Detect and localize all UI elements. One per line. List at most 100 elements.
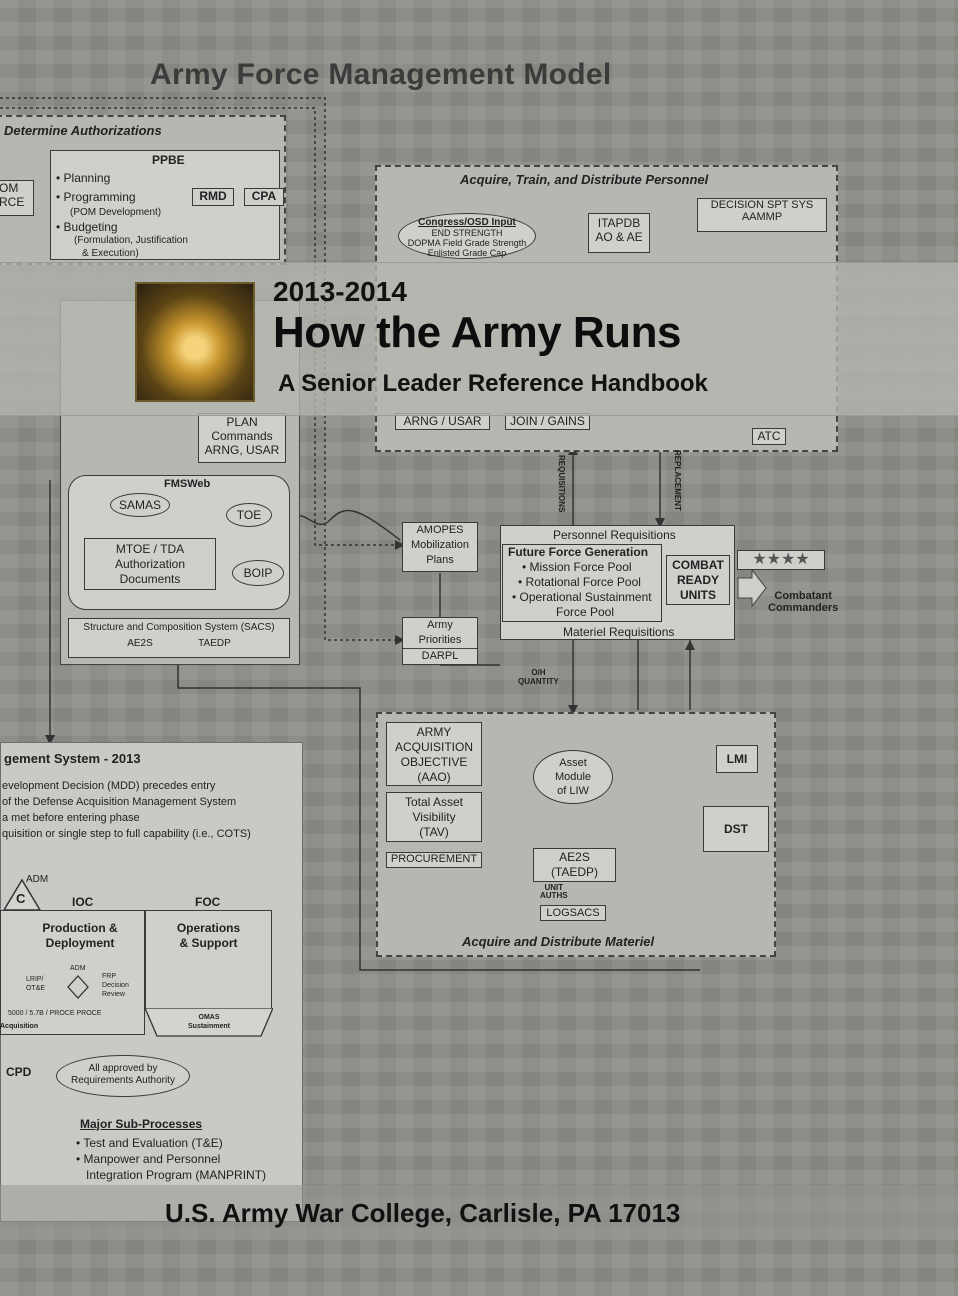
acquire-materiel-label: Acquire and Distribute Materiel bbox=[462, 934, 655, 949]
amopes-box: AMOPES Mobilization Plans bbox=[402, 522, 478, 572]
replacement-label: REPLACEMENT bbox=[673, 450, 682, 511]
footer-band bbox=[0, 1185, 958, 1240]
major-sub-processes-label: Major Sub-Processes bbox=[80, 1117, 203, 1131]
units-label: UNITS bbox=[680, 588, 716, 602]
enlisted-label: Enlisted Grade Cap bbox=[427, 248, 507, 258]
ready-label: READY bbox=[676, 573, 719, 587]
acquisition-notes: evelopment Decision (MDD) precedes entry… bbox=[2, 778, 251, 842]
acq-line-3: a met before entering phase bbox=[2, 812, 140, 824]
lmi-box: LMI bbox=[716, 745, 758, 773]
approved-label-1: All approved by bbox=[88, 1063, 158, 1074]
aammp-label: AAMMP bbox=[741, 211, 783, 223]
asset-module-label-1: Asset bbox=[559, 757, 587, 769]
combat-label: COMBAT bbox=[672, 558, 724, 572]
tav-box: Total Asset Visibility (TAV) bbox=[386, 792, 482, 842]
procurement-box: PROCUREMENT bbox=[386, 852, 482, 868]
acquire-personnel-label: Acquire, Train, and Distribute Personnel bbox=[460, 172, 709, 187]
adm2-label: ADM bbox=[70, 965, 86, 972]
taedp-b-label: (TAEDP) bbox=[550, 865, 599, 879]
end-strength-label: END STRENGTH bbox=[431, 228, 503, 238]
darpl-label: DARPL bbox=[403, 648, 477, 664]
rotational-pool-label: • Rotational Force Pool bbox=[518, 575, 641, 589]
commands-label: Commands bbox=[211, 429, 273, 443]
unit-auths-label-2: AUTHS bbox=[540, 891, 568, 900]
arng-usar-box: ARNG / USAR bbox=[395, 413, 490, 430]
asset-module-label-2: Module bbox=[554, 771, 592, 783]
ae2s-b-label: AE2S bbox=[559, 850, 590, 864]
sub-process-list: • Test and Evaluation (T&E) • Manpower a… bbox=[76, 1135, 266, 1183]
rmd-box: RMD bbox=[192, 188, 234, 206]
operational-pool-label: • Operational Sustainment bbox=[512, 590, 652, 604]
left-cut-box: OM RCE bbox=[0, 180, 34, 216]
fmsweb-label: FMSWeb bbox=[164, 478, 211, 490]
acq-line-4: quisition or single step to full capabil… bbox=[2, 828, 251, 840]
ppbe-label: PPBE bbox=[152, 153, 185, 167]
sacs-label: Structure and Composition System (SACS) bbox=[83, 622, 275, 633]
commanders-label: Commanders bbox=[768, 602, 839, 614]
join-gains-box: JOIN / GAINS bbox=[505, 413, 590, 430]
omas-text-1: OMAS bbox=[198, 1014, 220, 1021]
ae2s-label: AE2S bbox=[127, 638, 153, 649]
ao-ae-label: AO & AE bbox=[595, 230, 643, 244]
congress-input-label: Congress/OSD Input bbox=[418, 217, 516, 228]
future-force-label: Future Force Generation bbox=[508, 545, 649, 559]
plan-box: PLAN Commands ARNG, USAR bbox=[198, 413, 286, 463]
army-war-college-seal-image bbox=[135, 282, 255, 402]
army-priorities-box: Army Priorities DARPL bbox=[402, 617, 478, 665]
operations-label-1: Operations bbox=[176, 921, 241, 935]
unit-auths-label-1: UNIT bbox=[544, 883, 564, 892]
boip-ellipse: BOIP bbox=[232, 560, 284, 586]
frp-label: FRP Decision Review bbox=[102, 972, 129, 999]
lrip-text: LRIP/ bbox=[26, 976, 44, 983]
sub-process-1: • Test and Evaluation (T&E) bbox=[76, 1136, 223, 1150]
asset-module-ellipse: Asset Module of LIW bbox=[533, 750, 613, 804]
approved-label-2: Requirements Authority bbox=[71, 1075, 175, 1086]
unit-auths: UNIT AUTHS bbox=[540, 884, 568, 900]
aao-label-2: ACQUISITION bbox=[394, 740, 473, 754]
quantity-label: QUANTITY bbox=[518, 677, 559, 686]
production-phase-box: Production & Deployment bbox=[0, 910, 145, 1035]
determine-authorizations-label: Determine Authorizations bbox=[4, 123, 162, 138]
documents-label: Documents bbox=[119, 572, 181, 586]
book-subtitle: A Senior Leader Reference Handbook bbox=[278, 370, 708, 397]
mobilization-label: Mobilization bbox=[410, 539, 470, 551]
production-label-1: Production & bbox=[42, 921, 118, 935]
milestone-c-label: C bbox=[16, 891, 26, 906]
aao-box: ARMY ACQUISITION OBJECTIVE (AAO) bbox=[386, 722, 482, 786]
samas-ellipse: SAMAS bbox=[110, 493, 170, 517]
frp-text-2: Decision bbox=[102, 982, 129, 989]
frp-text-3: Review bbox=[102, 991, 125, 998]
amopes-label: AMOPES bbox=[416, 524, 464, 536]
sustainment-chevron bbox=[145, 1008, 273, 1037]
plans-label: Plans bbox=[426, 554, 454, 566]
taedp-label: TAEDP bbox=[198, 638, 231, 649]
cpa-box: CPA bbox=[244, 188, 284, 206]
ioc-label: IOC bbox=[72, 895, 94, 909]
left-cut-label: OM bbox=[0, 181, 19, 195]
combat-ready-box: COMBAT READY UNITS bbox=[666, 555, 730, 605]
aao-label-3: OBJECTIVE bbox=[400, 755, 468, 769]
itapdb-label: ITAPDB bbox=[597, 216, 641, 230]
arng-usar-label: ARNG, USAR bbox=[204, 443, 280, 457]
operations-phase-box: Operations & Support bbox=[145, 910, 272, 1010]
decision-diamond-icon bbox=[67, 975, 89, 999]
army-priorities-label: Army bbox=[427, 619, 453, 631]
omas-text-2: Sustainment bbox=[188, 1023, 231, 1030]
authorization-label: Authorization bbox=[114, 557, 186, 571]
toe-ellipse: TOE bbox=[226, 503, 272, 527]
tav-label-3: (TAV) bbox=[419, 825, 449, 839]
ae2s-taedp-box: AE2S (TAEDP) bbox=[533, 848, 616, 882]
planning-label: • Planning bbox=[56, 171, 111, 185]
left-cut-label-2: RCE bbox=[0, 195, 25, 209]
tav-label-1: Total Asset bbox=[404, 795, 464, 809]
approved-ellipse: All approved by Requirements Authority bbox=[56, 1055, 190, 1097]
aao-label-1: ARMY bbox=[416, 725, 452, 739]
requisitions-label: REQUISITIONS bbox=[557, 455, 566, 513]
acq-line-2: of the Defense Acquisition Management Sy… bbox=[2, 796, 237, 808]
budgeting-label: • Budgeting bbox=[56, 220, 118, 234]
mission-pool-label: • Mission Force Pool bbox=[522, 560, 632, 574]
operations-label-2: & Support bbox=[179, 936, 238, 950]
aao-label-4: (AAO) bbox=[417, 770, 451, 784]
materiel-req-label: Materiel Requisitions bbox=[563, 625, 675, 639]
mtoe-box: MTOE / TDA Authorization Documents bbox=[84, 538, 216, 590]
